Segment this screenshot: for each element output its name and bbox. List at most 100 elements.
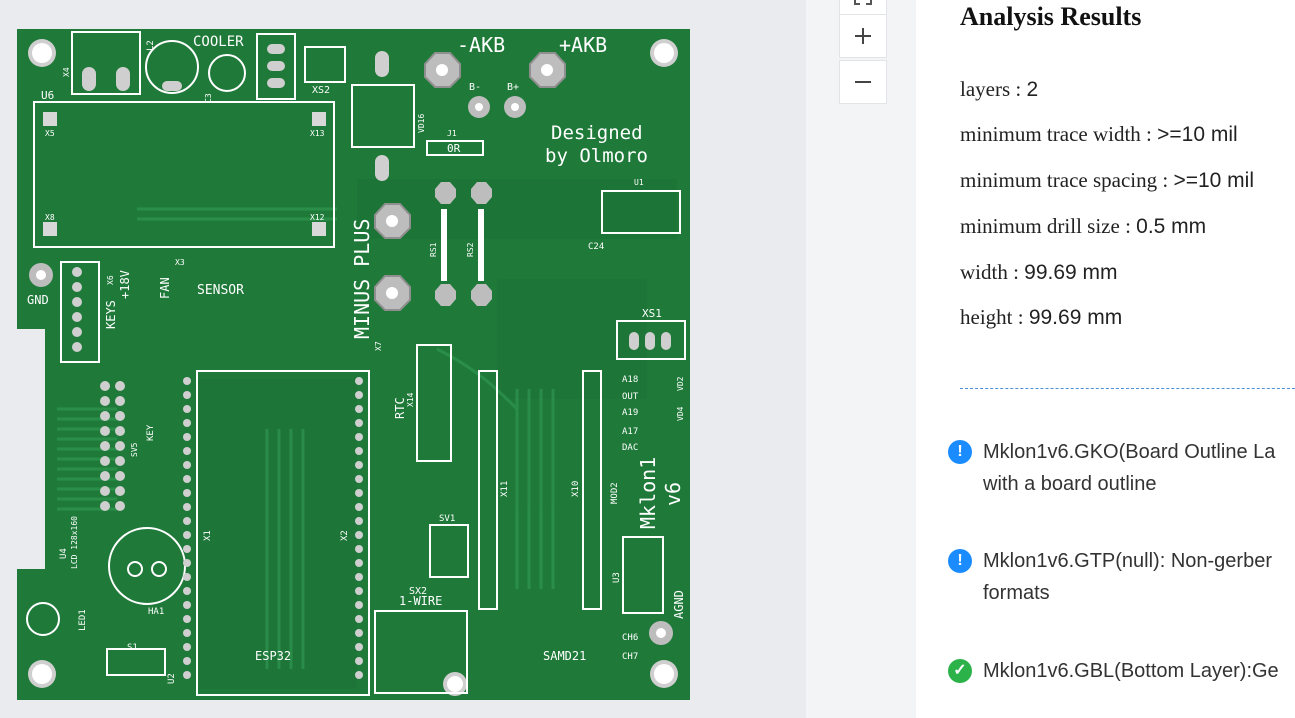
label-xs1: XS1 <box>642 307 662 320</box>
label-by-olmoro: by Olmoro <box>545 145 648 167</box>
metric-label: minimum drill size : <box>960 214 1137 238</box>
metric-width: width : 99.69 mm <box>960 260 1118 285</box>
label-x3: X3 <box>175 258 185 267</box>
label-vd2: VD2 <box>676 376 685 391</box>
metric-label: width : <box>960 260 1025 284</box>
label-x13: X13 <box>310 129 325 138</box>
label-u1: U1 <box>634 178 644 187</box>
label-x1: X1 <box>203 530 213 541</box>
check-icon: ✓ <box>948 659 972 683</box>
label-u6: U6 <box>41 89 54 102</box>
label-c24: C24 <box>588 242 604 252</box>
label-samd21: SAMD21 <box>543 649 586 663</box>
label-gnd: GND <box>27 293 49 307</box>
file-message: Mklon1v6.GBL(Bottom Layer):Ge <box>983 660 1279 682</box>
label-fan: FAN <box>158 277 172 299</box>
label-out: OUT <box>622 392 639 402</box>
label-u2: U2 <box>167 673 177 684</box>
label-key: KEY <box>146 424 156 441</box>
label-0r: 0R <box>447 142 461 155</box>
label-sx2: SX2 <box>409 586 427 597</box>
label-a18: A18 <box>622 375 638 385</box>
label-x14: X14 <box>406 392 415 407</box>
label-one-wire: 1-WIRE <box>399 594 442 608</box>
metric-label: minimum trace spacing : <box>960 168 1174 192</box>
metric-label: layers : <box>960 77 1027 101</box>
label-a17: A17 <box>622 427 638 437</box>
metric-value: >=10 mil <box>1173 169 1254 192</box>
zoom-out-button[interactable] <box>839 60 887 104</box>
label-sv5: SV5 <box>130 442 139 457</box>
label-x7: X7 <box>374 341 383 351</box>
label-b-minus: B- <box>469 82 481 93</box>
info-icon: ! <box>948 440 972 464</box>
metric-drill-size: minimum drill size : 0.5 mm <box>960 214 1206 239</box>
label-u3: U3 <box>612 572 622 583</box>
label-minus-akb: -AKB <box>457 33 505 57</box>
label-rs1: RS1 <box>429 242 438 257</box>
label-ha1: HA1 <box>148 607 164 617</box>
label-vd4: VD4 <box>676 406 685 421</box>
label-c3: C3 <box>204 93 213 103</box>
zoom-in-button[interactable] <box>839 14 887 58</box>
file-message: Mklon1v6.GTP(null): Non-gerber <box>983 550 1272 572</box>
label-x12: X12 <box>310 213 325 222</box>
metric-value: 99.69 mm <box>1028 306 1123 329</box>
pcb-board: -AKB +AKB COOLER Designed by Olmoro MINU… <box>17 29 690 700</box>
label-u4: U4 <box>59 548 69 559</box>
panel-title: Analysis Results <box>960 2 1142 31</box>
metric-value: 0.5 mm <box>1136 215 1207 238</box>
label-x2: X2 <box>340 530 350 541</box>
plus-icon <box>853 26 873 46</box>
label-sv1: SV1 <box>439 514 455 524</box>
label-x5: X5 <box>45 129 55 138</box>
label-esp32: ESP32 <box>255 649 291 663</box>
minus-icon <box>853 72 873 92</box>
label-mod2: MOD2 <box>610 482 620 504</box>
label-l2: L2 <box>146 40 156 51</box>
label-led1: LED1 <box>78 609 88 631</box>
fullscreen-icon <box>854 0 872 5</box>
label-rtc: RTC <box>393 397 407 419</box>
metric-trace-width: minimum trace width : >=10 mil <box>960 122 1238 147</box>
metric-value: 99.69 mm <box>1024 261 1118 284</box>
label-x8: X8 <box>45 213 55 222</box>
metric-value: 2 <box>1026 78 1039 101</box>
label-cooler: COOLER <box>193 34 244 50</box>
label-mklon: Mklon1 <box>636 457 660 529</box>
label-ch7: CH7 <box>622 652 638 662</box>
label-ch6: CH6 <box>622 633 638 643</box>
file-message-cont: formats <box>983 582 1050 604</box>
label-keys: KEYS <box>104 300 118 329</box>
analysis-panel: Analysis Results layers : 2 minimum trac… <box>916 0 1295 718</box>
label-sensor: SENSOR <box>197 283 244 298</box>
metric-height: height : 99.69 mm <box>960 305 1122 330</box>
label-x11: X11 <box>500 481 510 497</box>
label-j1: J1 <box>447 129 457 138</box>
label-rs2: RS2 <box>466 242 475 257</box>
divider <box>960 388 1295 389</box>
metric-value: >=10 mil <box>1157 123 1238 146</box>
label-x6: X6 <box>106 275 115 285</box>
label-plus-akb: +AKB <box>559 33 607 57</box>
label-18v: +18V <box>118 270 132 299</box>
file-message-cont: with a board outline <box>983 473 1157 495</box>
label-minus-plus: MINUS PLUS <box>350 219 374 339</box>
metric-label: minimum trace width : <box>960 122 1158 146</box>
label-version: v6 <box>661 482 685 506</box>
metric-layers: layers : 2 <box>960 77 1038 102</box>
label-x4: X4 <box>62 67 71 77</box>
zoom-toolbar <box>806 0 916 718</box>
label-agnd: AGND <box>672 590 686 619</box>
label-designed: Designed <box>551 122 643 144</box>
label-x10: X10 <box>571 481 581 497</box>
label-dac: DAC <box>622 443 638 453</box>
label-b-plus: B+ <box>507 82 519 93</box>
label-lcd: LCD 128x160 <box>70 516 79 569</box>
info-icon: ! <box>948 549 972 573</box>
label-vd16: VD16 <box>417 114 426 133</box>
metric-trace-spacing: minimum trace spacing : >=10 mil <box>960 168 1254 193</box>
board-viewer[interactable]: -AKB +AKB COOLER Designed by Olmoro MINU… <box>0 0 806 718</box>
label-xs2: XS2 <box>312 85 330 96</box>
label-s1: S1 <box>127 643 138 653</box>
